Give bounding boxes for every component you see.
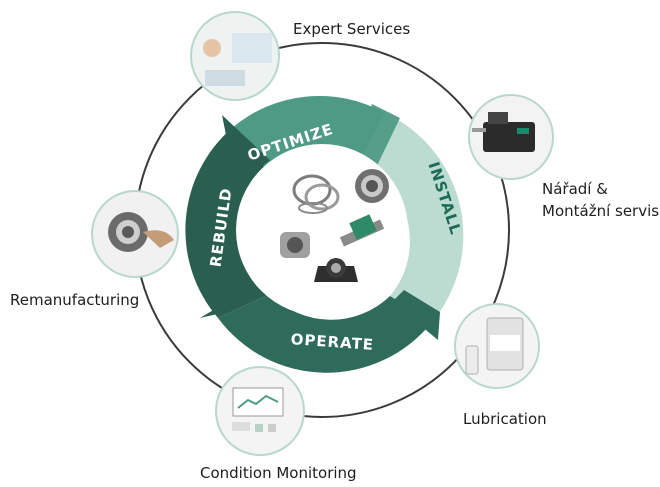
service-remanufacturing[interactable] [91,190,179,278]
label-expert-services: Expert Services [293,20,411,38]
lubricant-container-photo-icon [465,317,524,375]
label-condition-monitoring: Condition Monitoring [200,464,357,482]
service-tools-assembly[interactable] [468,94,554,180]
inner-product-disc [236,144,408,316]
ring-segment-operate[interactable] [218,294,432,373]
ring-segment-install[interactable] [358,113,464,322]
bearing-products-icon [280,169,389,282]
label-tools-line1: Nářadí & [542,180,608,198]
induction-heater-photo-icon [472,112,535,152]
bearing-remanufacture-photo-icon [108,212,174,252]
service-condition-monitoring[interactable] [215,366,305,456]
label-tools-line2: Montážní servis [542,202,660,220]
label-remanufacturing: Remanufacturing [10,291,140,309]
label-operate: OPERATE [290,330,375,354]
lifecycle-ring [185,95,464,373]
service-lubrication[interactable] [454,303,540,389]
label-lubrication: Lubrication [463,410,547,428]
engineer-at-computer-photo-icon [198,33,272,86]
service-expert-services[interactable] [190,11,280,101]
monitoring-device-photo-icon [232,387,284,432]
